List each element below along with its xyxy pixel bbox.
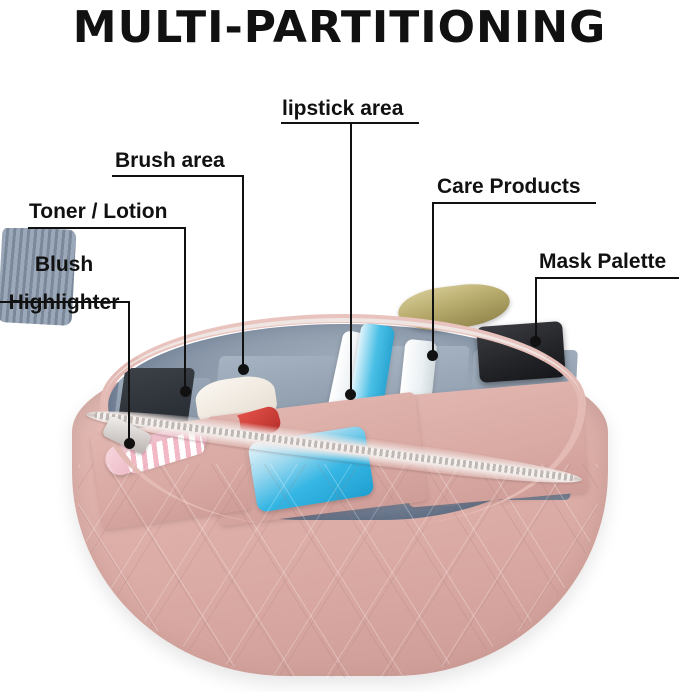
callout-leader-lipstick-area <box>350 122 352 390</box>
callout-dot-blush-highlighter <box>124 438 135 449</box>
callout-dot-care-products <box>427 350 438 361</box>
callout-leader-blush-highlighter <box>128 301 130 443</box>
callout-underline-toner-lotion <box>28 227 186 229</box>
callout-label-care-products: Care Products <box>437 175 581 198</box>
product-photo <box>0 228 679 692</box>
callout-underline-blush-highlighter <box>0 301 130 303</box>
callout-label-blush-line1: Blush <box>34 253 94 276</box>
bag-mouth-zipper <box>104 318 582 518</box>
callout-dot-mask-palette <box>530 336 541 347</box>
callout-leader-mask-palette <box>535 277 537 343</box>
callout-underline-brush-area <box>112 175 244 177</box>
callout-leader-toner-lotion <box>184 227 186 388</box>
callout-underline-mask-palette <box>536 277 679 279</box>
callout-underline-care-products <box>433 202 596 204</box>
callout-label-brush-area: Brush area <box>115 149 225 172</box>
callout-dot-brush-area <box>238 364 249 375</box>
callout-label-mask-palette: Mask Palette <box>539 250 667 273</box>
callout-leader-care-products <box>432 202 434 357</box>
quilted-texture <box>78 464 598 678</box>
callout-leader-brush-area <box>242 175 244 365</box>
callout-dot-lipstick-area <box>345 389 356 400</box>
callout-dot-toner-lotion <box>180 386 191 397</box>
callout-label-blush-highlighter: Blush Highlighter <box>0 246 128 322</box>
page-title: MULTI-PARTITIONING <box>72 2 607 53</box>
callout-label-toner-lotion: Toner / Lotion <box>29 200 168 223</box>
callout-label-lipstick-area: lipstick area <box>282 97 404 120</box>
